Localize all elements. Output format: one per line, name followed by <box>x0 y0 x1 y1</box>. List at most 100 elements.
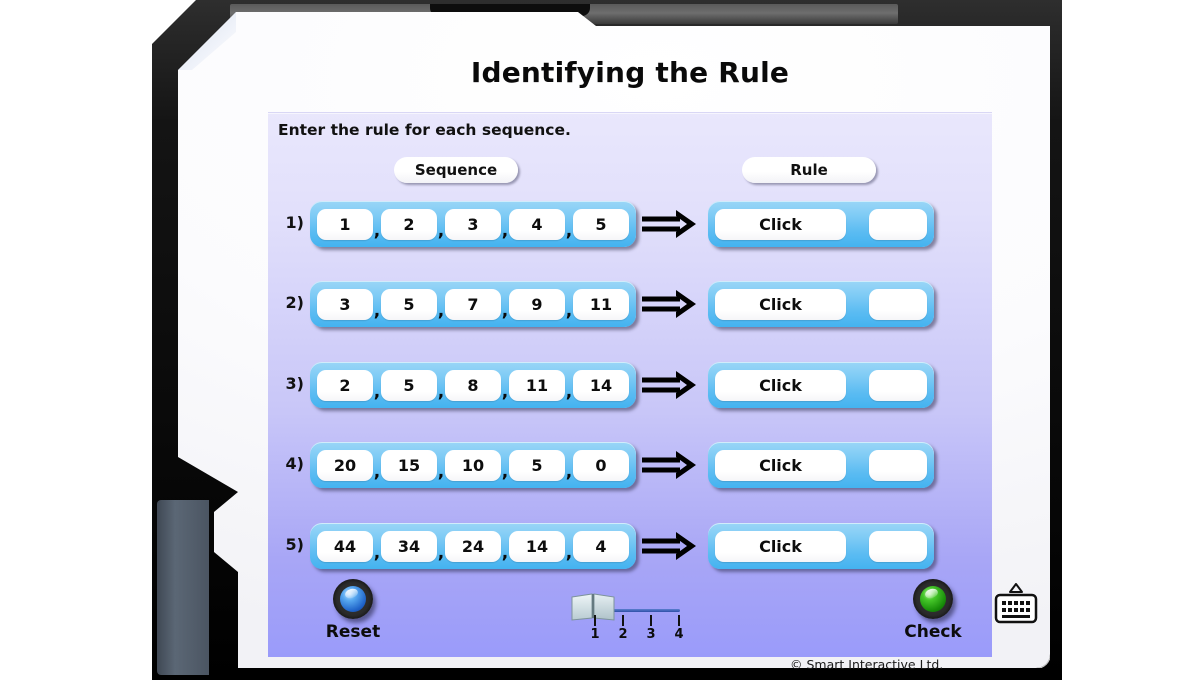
sequence-separator: , <box>501 542 509 563</box>
reset-button[interactable]: Reset <box>308 579 398 642</box>
sequence-separator: , <box>373 381 381 402</box>
sequence-separator: , <box>501 381 509 402</box>
rule-capsule: Click <box>708 201 934 247</box>
column-header-sequence: Sequence <box>394 157 518 183</box>
sequence-number-field: 15 <box>381 449 437 481</box>
sequence-number-field: 1 <box>317 208 373 240</box>
rule-capsule: Click <box>708 442 934 488</box>
slider-tick <box>650 615 652 626</box>
sequence-number-field: 5 <box>381 288 437 320</box>
slider-track[interactable] <box>606 609 680 612</box>
slider-tick-label: 4 <box>674 627 684 642</box>
copyright-text: © Smart Interactive Ltd. <box>790 657 944 672</box>
sequence-number-field: 34 <box>381 530 437 562</box>
slider-tick-label: 3 <box>646 627 656 642</box>
sequence-number-field: 9 <box>509 288 565 320</box>
implies-arrow-icon <box>640 208 698 242</box>
rule-click-button[interactable]: Click <box>715 530 846 562</box>
rule-click-button[interactable]: Click <box>715 369 846 401</box>
sequence-separator: , <box>565 461 573 482</box>
rule-capsule: Click <box>708 523 934 569</box>
sequence-separator: , <box>565 300 573 321</box>
rule-capsule: Click <box>708 281 934 327</box>
sequence-separator: , <box>437 542 445 563</box>
sequence-separator: , <box>501 300 509 321</box>
sequence-number-field: 7 <box>445 288 501 320</box>
row-label: 5) <box>285 535 304 554</box>
sequence-separator: , <box>373 461 381 482</box>
check-label: Check <box>904 622 962 642</box>
rule-click-button[interactable]: Click <box>715 208 846 240</box>
sequence-number-field: 0 <box>573 449 629 481</box>
sequence-separator: , <box>373 542 381 563</box>
sequence-separator: , <box>565 381 573 402</box>
slider-tick <box>594 615 596 626</box>
blue-led-button-icon[interactable] <box>333 579 373 619</box>
rule-answer-input[interactable] <box>869 208 927 240</box>
sequence-number-field: 14 <box>509 530 565 562</box>
sequence-separator: , <box>437 381 445 402</box>
sequence-separator: , <box>437 220 445 241</box>
sequence-separator: , <box>437 461 445 482</box>
sequence-number-field: 11 <box>573 288 629 320</box>
slider-tick-label: 2 <box>618 627 628 642</box>
implies-arrow-icon <box>640 530 698 564</box>
slider-tick <box>678 615 680 626</box>
slider-tick-label: 1 <box>590 627 600 642</box>
sequence-number-field: 5 <box>509 449 565 481</box>
sequence-number-field: 24 <box>445 530 501 562</box>
rule-answer-input[interactable] <box>869 530 927 562</box>
sequence-number-field: 10 <box>445 449 501 481</box>
sequence-number-field: 3 <box>317 288 373 320</box>
instruction-text: Enter the rule for each sequence. <box>278 121 571 139</box>
row-label: 3) <box>285 374 304 393</box>
row-label: 4) <box>285 454 304 473</box>
sequence-separator: , <box>565 542 573 563</box>
sequence-number-field: 14 <box>573 369 629 401</box>
keyboard-icon[interactable] <box>992 583 1040 625</box>
sequence-separator: , <box>501 220 509 241</box>
sequence-number-field: 11 <box>509 369 565 401</box>
column-header-rule: Rule <box>742 157 876 183</box>
sequence-row: 4) 20,15,10,5,0 Click <box>268 442 992 490</box>
sequence-number-field: 4 <box>509 208 565 240</box>
sequence-capsule: 20,15,10,5,0 <box>310 442 636 488</box>
sequence-number-field: 2 <box>381 208 437 240</box>
sequence-number-field: 5 <box>573 208 629 240</box>
rule-answer-input[interactable] <box>869 288 927 320</box>
rule-answer-input[interactable] <box>869 449 927 481</box>
sequence-separator: , <box>373 220 381 241</box>
implies-arrow-icon <box>640 288 698 322</box>
sequence-separator: , <box>565 220 573 241</box>
sequence-separator: , <box>437 300 445 321</box>
sequence-number-field: 2 <box>317 369 373 401</box>
green-led-button-icon[interactable] <box>913 579 953 619</box>
rule-answer-input[interactable] <box>869 369 927 401</box>
page-title: Identifying the Rule <box>470 56 790 89</box>
rule-click-button[interactable]: Click <box>715 288 846 320</box>
sequence-capsule: 44,34,24,14,4 <box>310 523 636 569</box>
sequence-separator: , <box>501 461 509 482</box>
sequence-number-field: 4 <box>573 530 629 562</box>
sequence-capsule: 3,5,7,9,11 <box>310 281 636 327</box>
sequence-row: 5) 44,34,24,14,4 Click <box>268 523 992 571</box>
implies-arrow-icon <box>640 449 698 483</box>
book-slider-handle-icon[interactable] <box>570 591 618 623</box>
activity-panel: Enter the rule for each sequence. Sequen… <box>268 112 992 657</box>
sequence-number-field: 8 <box>445 369 501 401</box>
sequence-number-field: 3 <box>445 208 501 240</box>
check-button[interactable]: Check <box>888 579 978 642</box>
rule-click-button[interactable]: Click <box>715 449 846 481</box>
sequence-separator: , <box>373 300 381 321</box>
sequence-number-field: 5 <box>381 369 437 401</box>
sequence-capsule: 1,2,3,4,5 <box>310 201 636 247</box>
slider-tick <box>622 615 624 626</box>
device-left-gutter <box>157 500 209 675</box>
rule-capsule: Click <box>708 362 934 408</box>
sequence-capsule: 2,5,8,11,14 <box>310 362 636 408</box>
implies-arrow-icon <box>640 369 698 403</box>
page-slider[interactable]: 1 2 3 4 <box>558 589 688 649</box>
